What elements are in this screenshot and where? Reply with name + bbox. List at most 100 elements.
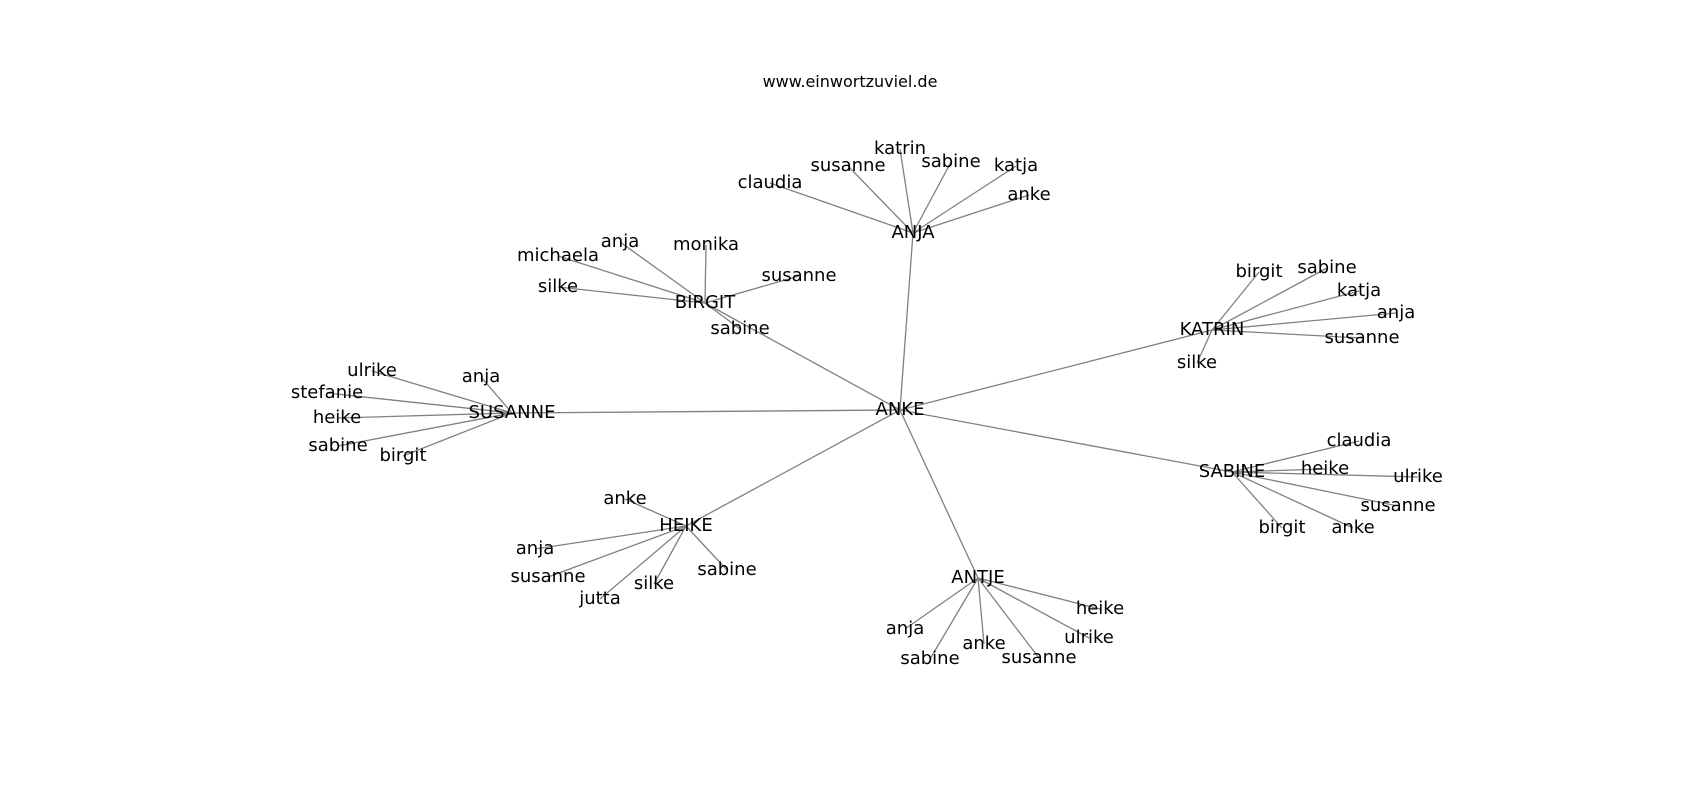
hub-node-label-sabine: SABINE — [1199, 461, 1266, 482]
edge-antje-anja — [904, 577, 979, 630]
leaf-node-label-birgit-michaela: michaela — [517, 245, 599, 266]
edge-heike-sabine — [685, 525, 728, 571]
leaf-node-label-birgit-anja: anja — [601, 231, 639, 252]
edge-susanne-sabine — [337, 412, 513, 447]
hub-node-label-birgit: BIRGIT — [675, 292, 736, 313]
edge-antje-heike — [977, 577, 1101, 610]
leaf-node-label-heike-jutta: jutta — [578, 588, 621, 609]
leaf-node-label-anja-susanne: susanne — [810, 155, 885, 176]
edge-root-birgit — [704, 302, 901, 411]
leaf-node-label-heike-silke: silke — [634, 573, 674, 594]
leaf-node-label-susanne-ulrike: ulrike — [347, 360, 397, 381]
edge-sabine-ulrike — [1231, 471, 1419, 478]
edge-root-heike — [685, 409, 901, 527]
edge-birgit-silke — [557, 286, 706, 304]
leaf-node-label-katrin-sabine: sabine — [1297, 257, 1356, 278]
edge-katrin-katja — [1211, 290, 1360, 331]
edge-anja-claudia — [769, 182, 914, 234]
edge-sabine-claudia — [1231, 440, 1360, 473]
hub-node-label-heike: HEIKE — [659, 515, 712, 536]
leaf-node-label-heike-anke: anke — [603, 488, 646, 509]
leaf-node-label-antje-anja: anja — [886, 618, 924, 639]
edge-antje-susanne — [977, 577, 1040, 659]
hub-node-label-antje: ANTJE — [951, 567, 1004, 588]
edge-anja-susanne — [847, 165, 914, 234]
leaf-node-label-sabine-claudia: claudia — [1327, 430, 1392, 451]
edge-root-katrin — [899, 329, 1213, 411]
leaf-node-label-birgit-susanne: susanne — [761, 265, 836, 286]
edge-anja-katja — [912, 165, 1017, 234]
leaf-node-label-anja-katrin: katrin — [874, 138, 926, 159]
edge-root-anja — [899, 232, 914, 411]
diagram-title: www.einwortzuviel.de — [762, 72, 938, 91]
edge-antje-ulrike — [977, 577, 1090, 639]
edge-antje-sabine — [929, 577, 979, 660]
edge-heike-anke — [624, 498, 687, 527]
leaf-node-label-sabine-susanne: susanne — [1360, 495, 1435, 516]
edge-katrin-susanne — [1211, 329, 1363, 339]
leaf-node-label-sabine-birgit: birgit — [1259, 517, 1306, 538]
edge-heike-anja — [534, 525, 687, 550]
edge-katrin-silke — [1196, 329, 1213, 364]
edge-susanne-stefanie — [326, 392, 513, 414]
edge-root-antje — [899, 409, 979, 579]
leaf-node-label-anja-claudia: claudia — [738, 172, 803, 193]
edge-birgit-sabine — [704, 302, 741, 330]
hub-node-label-anja: ANJA — [891, 222, 935, 243]
leaf-node-label-heike-anja: anja — [516, 538, 554, 559]
leaf-node-label-katrin-anja: anja — [1377, 302, 1415, 323]
edge-sabine-susanne — [1231, 471, 1399, 507]
leaf-node-label-sabine-heike: heike — [1301, 458, 1349, 479]
leaf-node-label-katrin-katja: katja — [1337, 280, 1381, 301]
leaf-node-label-heike-sabine: sabine — [697, 559, 756, 580]
leaf-node-label-susanne-sabine: sabine — [308, 435, 367, 456]
leaf-node-label-antje-sabine: sabine — [900, 648, 959, 669]
leaf-node-label-birgit-monika: monika — [673, 234, 739, 255]
edge-birgit-susanne — [704, 275, 800, 304]
edge-sabine-heike — [1231, 468, 1326, 473]
leaf-node-label-sabine-anke: anke — [1331, 517, 1374, 538]
edge-susanne-birgit — [402, 412, 513, 457]
edge-root-susanne — [511, 409, 901, 414]
leaf-node-label-anja-anke: anke — [1007, 184, 1050, 205]
leaf-node-label-antje-ulrike: ulrike — [1064, 627, 1114, 648]
leaf-node-label-susanne-heike: heike — [313, 407, 361, 428]
edge-susanne-anja — [480, 376, 513, 414]
edge-susanne-ulrike — [371, 370, 513, 414]
edge-anja-katrin — [899, 148, 914, 234]
leaf-node-label-susanne-stefanie: stefanie — [291, 382, 363, 403]
edge-layer — [326, 148, 1419, 660]
leaf-node-label-anja-katja: katja — [994, 155, 1038, 176]
leaf-node-label-birgit-sabine: sabine — [710, 318, 769, 339]
leaf-node-label-antje-heike: heike — [1076, 598, 1124, 619]
edge-heike-silke — [653, 525, 687, 585]
edge-antje-anke — [977, 577, 985, 645]
edge-katrin-anja — [1211, 312, 1397, 331]
leaf-node-label-susanne-anja: anja — [462, 366, 500, 387]
hub-node-label-susanne: SUSANNE — [469, 402, 556, 423]
hub-node-label-katrin: KATRIN — [1180, 319, 1245, 340]
leaf-node-label-heike-susanne: susanne — [510, 566, 585, 587]
root-node-label: ANKE — [876, 399, 925, 420]
edge-heike-susanne — [547, 525, 687, 578]
leaf-node-label-birgit-silke: silke — [538, 276, 578, 297]
edge-heike-jutta — [599, 525, 687, 600]
edge-sabine-anke — [1231, 471, 1354, 529]
edge-katrin-sabine — [1211, 267, 1328, 331]
edge-root-sabine — [899, 409, 1233, 473]
leaf-node-label-katrin-silke: silke — [1177, 352, 1217, 373]
edge-sabine-birgit — [1231, 471, 1283, 529]
edge-anja-sabine — [912, 161, 952, 234]
edge-birgit-michaela — [557, 255, 706, 304]
edge-katrin-birgit — [1211, 271, 1260, 331]
edge-anja-anke — [912, 194, 1030, 234]
leaf-node-label-anja-sabine: sabine — [921, 151, 980, 172]
leaf-node-label-katrin-birgit: birgit — [1236, 261, 1283, 282]
edge-birgit-anja — [619, 241, 706, 304]
leaf-node-label-antje-anke: anke — [962, 633, 1005, 654]
leaf-node-label-susanne-birgit: birgit — [380, 445, 427, 466]
leaf-node-label-katrin-susanne: susanne — [1324, 327, 1399, 348]
